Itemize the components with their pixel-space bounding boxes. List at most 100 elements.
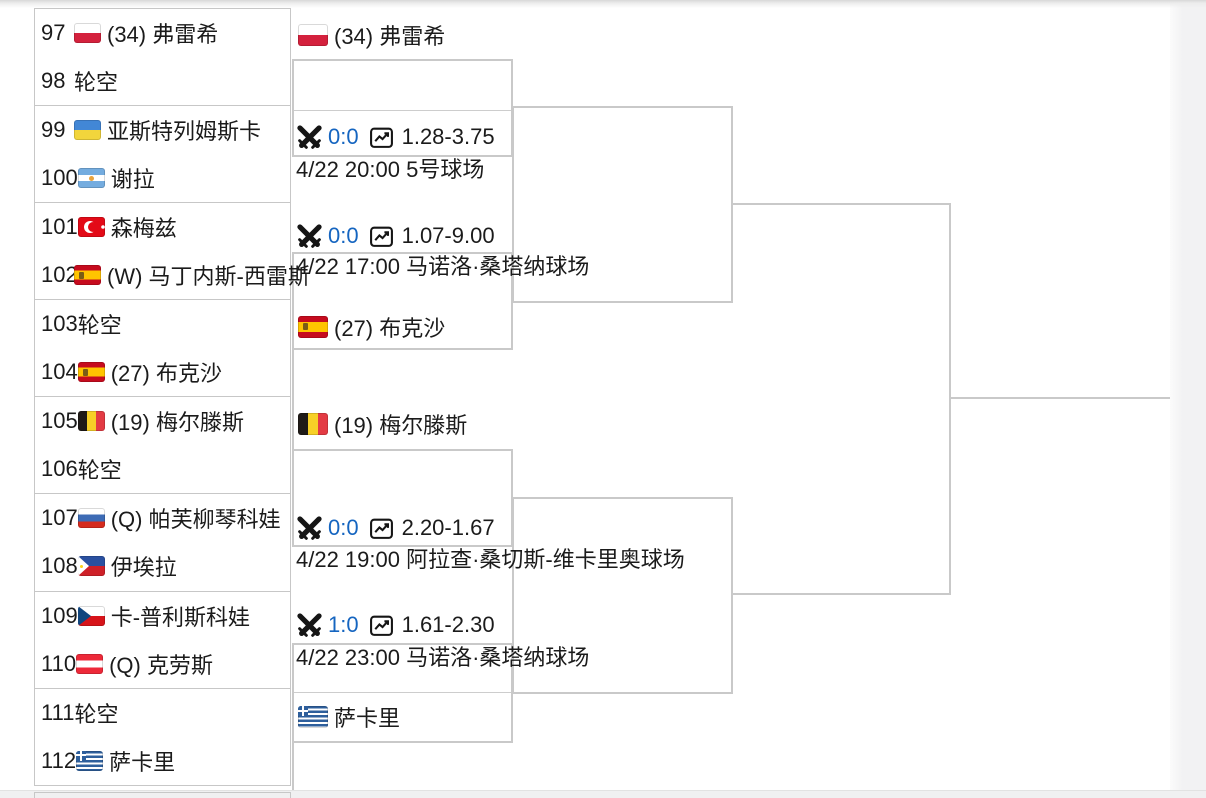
crossed-swords-icon xyxy=(296,124,323,151)
pair-cell: 107 (Q) 帕芙柳琴科娃 108 伊埃拉 xyxy=(34,493,291,592)
draw-number: 97 xyxy=(41,20,66,45)
advancer-row[interactable]: 萨卡里 xyxy=(298,693,400,741)
draw-number: 109 xyxy=(41,602,78,628)
crossed-swords-icon xyxy=(296,612,323,639)
pair-cell: 109 卡-普利斯科娃 110 (Q) 克劳斯 xyxy=(34,590,291,689)
bracket-line xyxy=(733,203,951,205)
player-name: 亚斯特列姆斯卡 xyxy=(107,119,262,145)
draw-number: 111 xyxy=(41,699,75,725)
advancer-row[interactable]: (27) 布克沙 xyxy=(298,303,445,351)
draw-number: 112 xyxy=(41,747,77,773)
draw-number: 100 xyxy=(41,165,78,191)
player-name: 伊埃拉 xyxy=(110,555,177,581)
flag-icon xyxy=(74,120,101,141)
player-name: 萨卡里 xyxy=(334,706,401,731)
draw-number: 101 xyxy=(41,214,78,240)
round1-list: 97 (34) 弗雷希 98 轮空 99 亚斯特列姆斯卡 100 谢拉 xyxy=(34,8,310,786)
bracket-divider-line xyxy=(294,692,511,693)
trend-chart-icon[interactable] xyxy=(369,125,394,150)
odds-value[interactable]: 1.07-9.00 xyxy=(401,223,495,248)
bracket-line xyxy=(292,742,294,791)
player-name: (W) 马丁内斯-西雷斯 xyxy=(107,264,310,290)
bracket-line xyxy=(951,397,1170,399)
score-link[interactable]: 0:0 xyxy=(328,515,359,540)
flag-icon xyxy=(74,265,101,286)
player-row[interactable]: 107 (Q) 帕芙柳琴科娃 xyxy=(35,494,290,542)
bottom-scroll-area[interactable] xyxy=(0,790,1206,798)
player-row[interactable]: 99 亚斯特列姆斯卡 xyxy=(35,106,290,154)
player-row[interactable]: 110 (Q) 克劳斯 xyxy=(35,640,290,688)
draw-number: 110 xyxy=(41,650,77,676)
match-time-venue: 4/22 23:00 马诺洛·桑塔纳球场 xyxy=(296,645,590,670)
match-time-venue: 4/22 20:00 5号球场 xyxy=(296,157,485,182)
player-row[interactable]: 98 轮空 xyxy=(35,57,290,105)
flag-icon xyxy=(298,24,328,46)
bracket-line xyxy=(949,203,951,595)
odds-value[interactable]: 1.28-3.75 xyxy=(401,124,495,149)
draw-number: 104 xyxy=(41,359,78,385)
next-pair-cell-edge xyxy=(34,792,291,798)
draw-number: 103 xyxy=(41,311,78,337)
player-name: 轮空 xyxy=(74,701,119,727)
odds-value[interactable]: 2.20-1.67 xyxy=(401,515,495,540)
flag-icon xyxy=(74,23,101,43)
advancer-row[interactable]: (34) 弗雷希 xyxy=(298,11,445,59)
player-row[interactable]: 108 伊埃拉 xyxy=(35,542,290,590)
flag-icon xyxy=(77,411,105,432)
crossed-swords-icon xyxy=(296,515,323,542)
match-info-row[interactable]: 0:0 1.07-9.00 xyxy=(296,212,495,260)
flag-icon xyxy=(77,605,105,626)
match-info-row[interactable]: 1:0 1.61-2.30 xyxy=(296,601,495,649)
flag-icon xyxy=(77,168,105,189)
pair-cell: 101 森梅兹 102 (W) 马丁内斯-西雷斯 xyxy=(34,202,310,301)
player-row[interactable]: 106 轮空 xyxy=(35,445,290,493)
player-name: 卡-普利斯科娃 xyxy=(110,604,251,630)
pair-cell: 99 亚斯特列姆斯卡 100 谢拉 xyxy=(34,105,291,204)
bracket-box xyxy=(512,497,733,694)
player-row[interactable]: 100 谢拉 xyxy=(35,154,290,202)
player-name: 森梅兹 xyxy=(110,216,177,242)
crossed-swords-icon xyxy=(296,223,323,250)
trend-chart-icon[interactable] xyxy=(369,613,394,638)
flag-icon xyxy=(77,217,105,238)
draw-number: 105 xyxy=(41,408,78,434)
top-edge-shadow xyxy=(0,0,1206,8)
draw-number: 98 xyxy=(41,68,66,93)
player-name: (34) 弗雷希 xyxy=(334,24,446,49)
pair-cell: 97 (34) 弗雷希 98 轮空 xyxy=(34,8,291,107)
match-info-row[interactable]: 0:0 1.28-3.75 xyxy=(296,113,495,161)
player-row[interactable]: 102 (W) 马丁内斯-西雷斯 xyxy=(35,251,310,299)
score-link[interactable]: 0:0 xyxy=(328,223,359,248)
player-row[interactable]: 97 (34) 弗雷希 xyxy=(35,9,290,57)
player-row[interactable]: 112 萨卡里 xyxy=(35,737,290,785)
player-name: (Q) 帕芙柳琴科娃 xyxy=(110,507,281,533)
advancer-row[interactable]: (19) 梅尔滕斯 xyxy=(298,400,467,448)
player-name: (Q) 克劳斯 xyxy=(109,652,213,678)
player-row[interactable]: 111 轮空 xyxy=(35,689,290,737)
flag-icon xyxy=(298,706,328,728)
player-row[interactable]: 101 森梅兹 xyxy=(35,203,290,251)
pair-cell: 111 轮空 112 萨卡里 xyxy=(34,687,291,786)
player-row[interactable]: 105 (19) 梅尔滕斯 xyxy=(35,397,290,445)
draw-number: 102 xyxy=(41,262,78,288)
player-name: 萨卡里 xyxy=(109,749,176,775)
player-row[interactable]: 109 卡-普利斯科娃 xyxy=(35,592,290,640)
score-link[interactable]: 1:0 xyxy=(328,612,359,637)
player-name: 轮空 xyxy=(77,313,122,339)
flag-icon xyxy=(77,508,105,529)
odds-value[interactable]: 1.61-2.30 xyxy=(401,612,495,637)
flag-icon xyxy=(298,413,328,435)
right-scroll-area[interactable] xyxy=(1170,0,1206,798)
flag-icon xyxy=(298,316,328,338)
pair-cell: 105 (19) 梅尔滕斯 106 轮空 xyxy=(34,396,291,495)
bracket-divider-line xyxy=(294,110,511,111)
trend-chart-icon[interactable] xyxy=(369,516,394,541)
flag-icon xyxy=(77,362,105,383)
player-row[interactable]: 104 (27) 布克沙 xyxy=(35,348,290,396)
match-info-row[interactable]: 0:0 2.20-1.67 xyxy=(296,504,495,552)
score-link[interactable]: 0:0 xyxy=(328,124,359,149)
flag-icon xyxy=(77,556,105,577)
trend-chart-icon[interactable] xyxy=(369,224,394,249)
player-row[interactable]: 103 轮空 xyxy=(35,300,290,348)
